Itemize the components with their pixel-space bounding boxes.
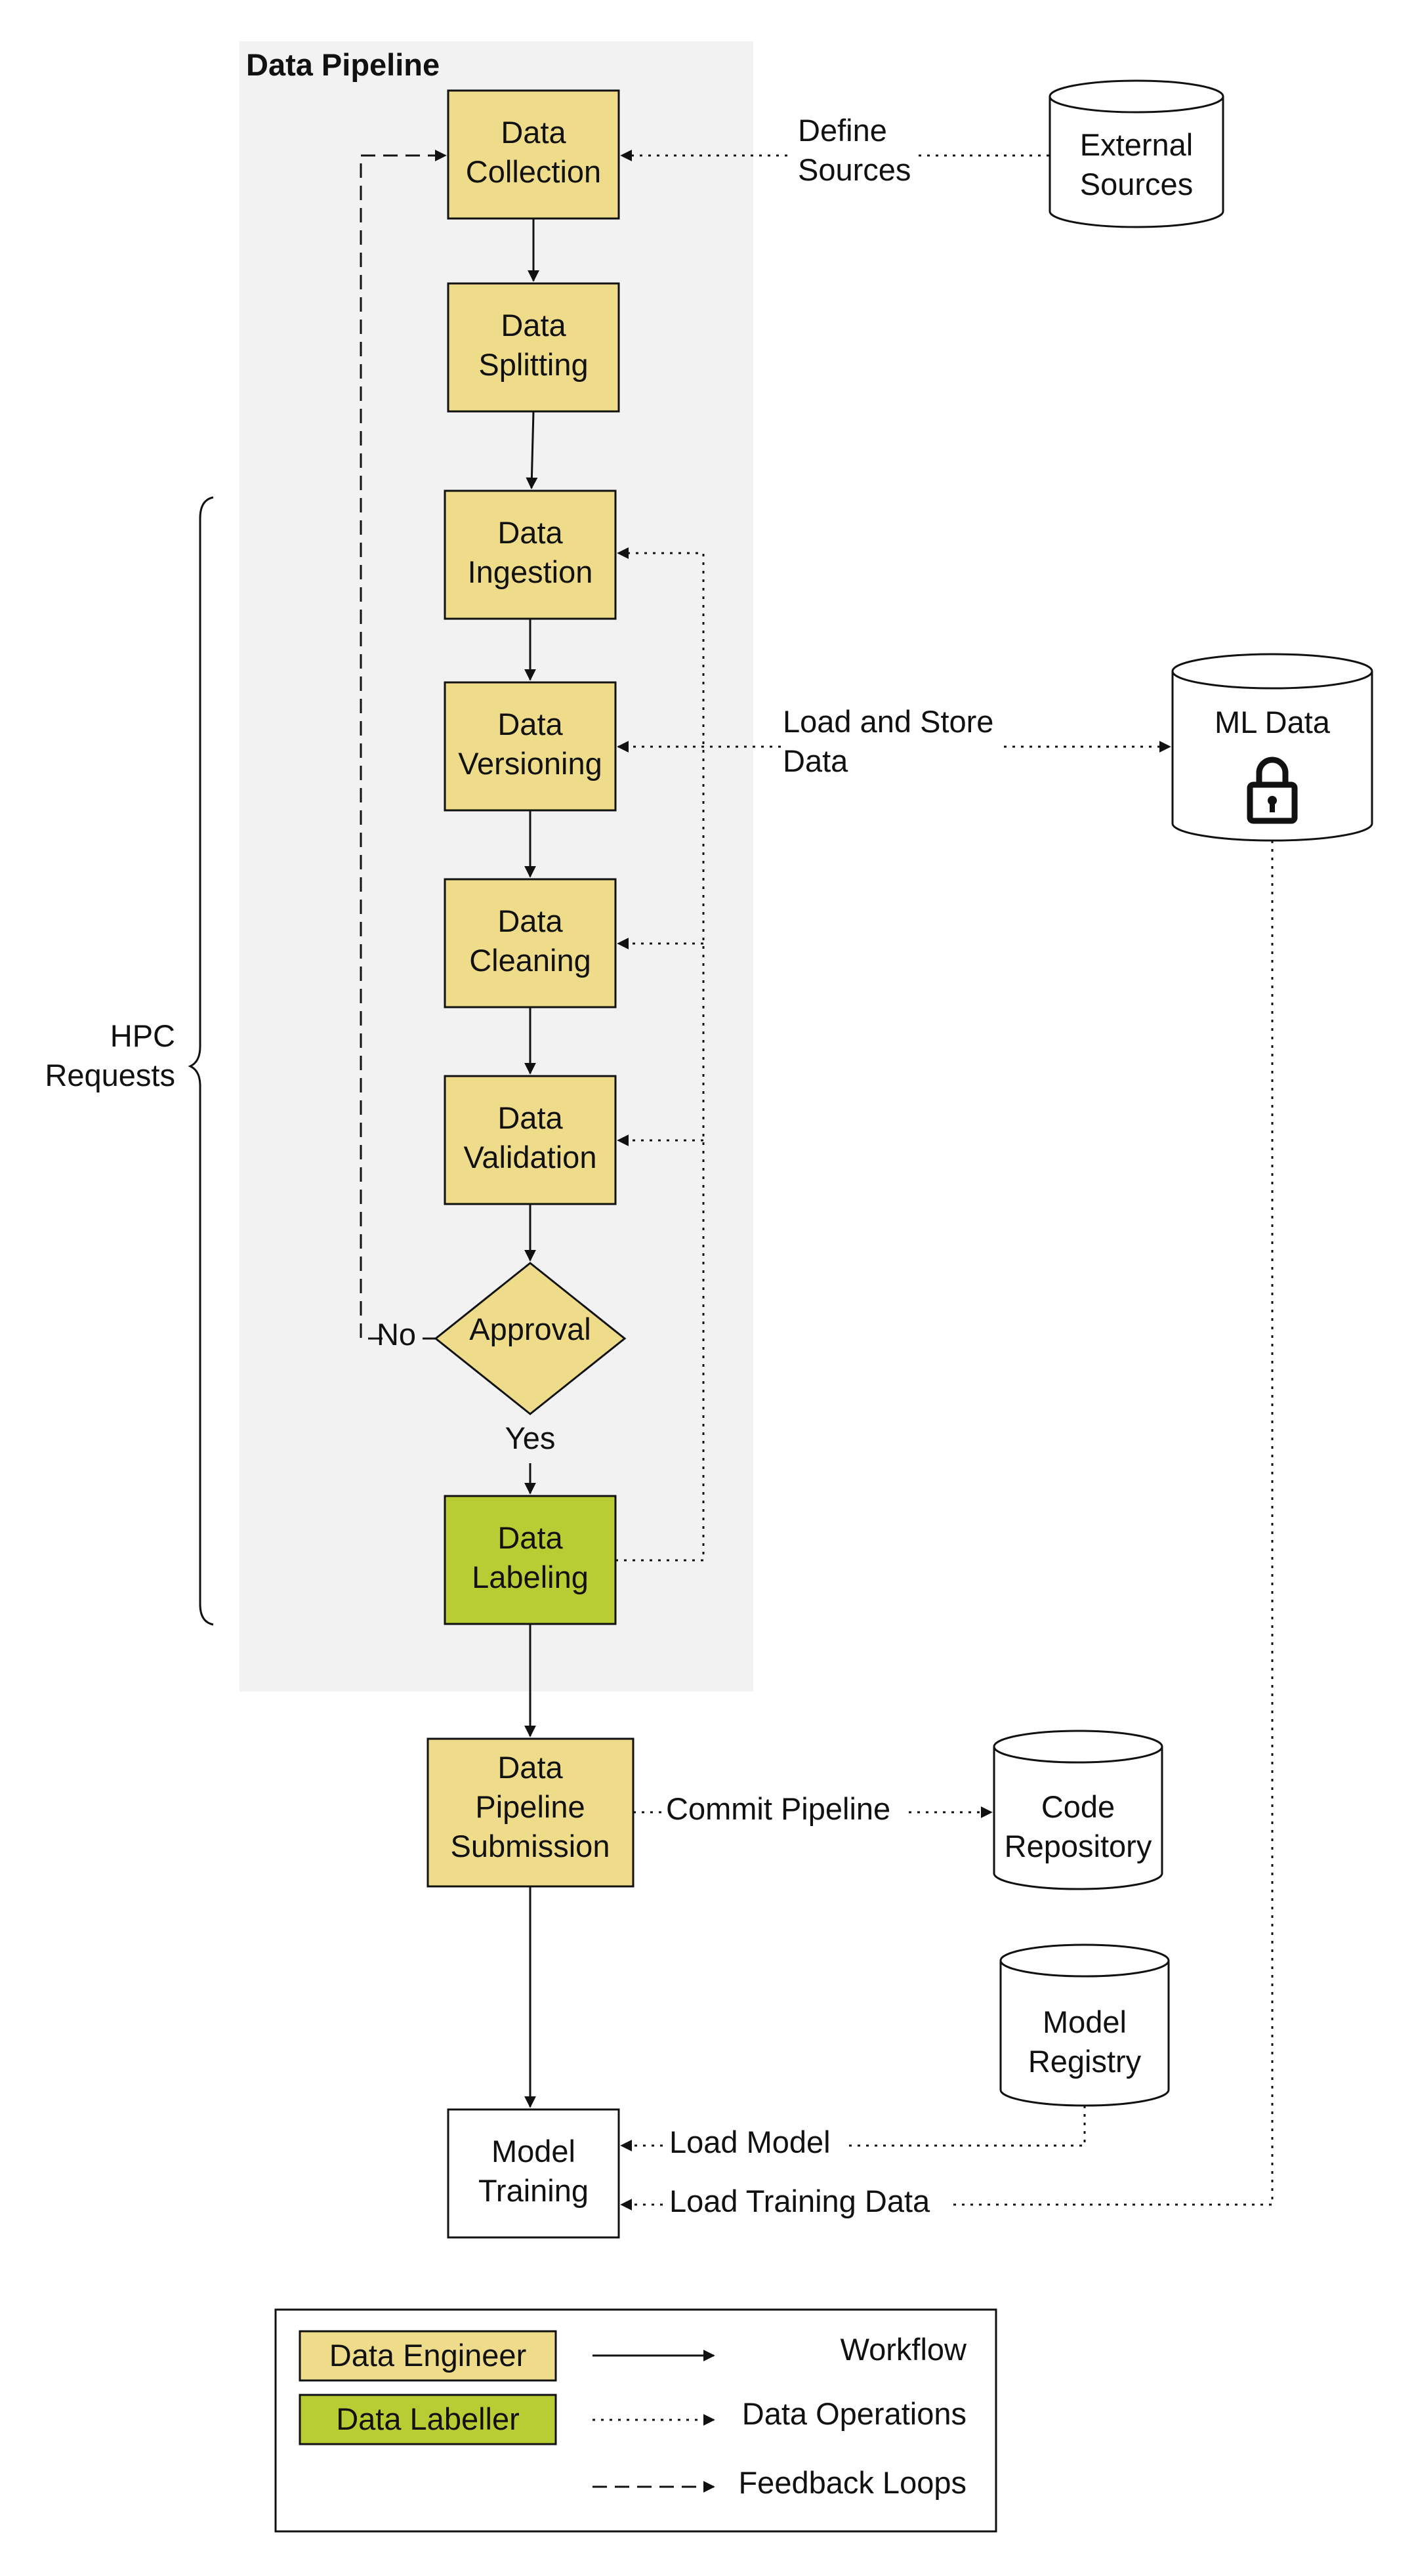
store-label: Code [1041, 1789, 1115, 1824]
step-label: Versioning [458, 746, 602, 781]
load-training-data-label: Load Training Data [669, 2184, 930, 2218]
step-label: Ingestion [468, 554, 593, 589]
step-label: Data [497, 1100, 563, 1135]
step-label: Data [501, 308, 566, 343]
step-data-pipeline-submission: Data Pipeline Submission [426, 1737, 634, 1888]
store-label: Model [1043, 2005, 1127, 2039]
step-label: Collection [466, 154, 601, 189]
step-model-training: Model Training [447, 2108, 620, 2239]
step-data-ingestion: Data Ingestion [444, 489, 617, 620]
hpc-label: Requests [45, 1058, 175, 1092]
step-label: Data [497, 1750, 563, 1785]
legend-label: Data Labeller [336, 2401, 520, 2436]
step-data-cleaning: Data Cleaning [444, 878, 617, 1008]
workflow-arrows [524, 218, 539, 2108]
store-model-registry: Model Registry [999, 1943, 1170, 2107]
legend-data-engineer: Data Engineer [299, 2330, 557, 2382]
step-label: Validation [464, 1140, 597, 1174]
yes-label: Yes [505, 1421, 556, 1455]
hpc-label: HPC [110, 1018, 175, 1053]
commit-pipeline-label: Commit Pipeline [666, 1791, 890, 1826]
legend-data-ops-label: Data Operations [742, 2396, 967, 2431]
no-label: No [377, 1317, 416, 1352]
step-label: Submission [451, 1829, 610, 1863]
step-label: Data [501, 115, 566, 150]
step-data-splitting: Data Splitting [447, 282, 620, 413]
define-sources-label: Sources [798, 152, 911, 187]
store-external-sources: External Sources [1049, 79, 1224, 228]
store-code-repository: Code Repository [993, 1730, 1163, 1890]
legend-data-labeller: Data Labeller [299, 2394, 557, 2445]
step-label: Data [497, 904, 563, 938]
pipeline-title: Data Pipeline [246, 47, 440, 82]
store-label: Repository [1005, 1829, 1152, 1863]
lock-icon [1247, 757, 1298, 824]
store-ml-data: ML Data [1171, 653, 1373, 842]
legend-feedback-label: Feedback Loops [738, 2465, 967, 2500]
step-label: Data [497, 515, 563, 550]
step-data-validation: Data Validation [444, 1075, 617, 1205]
step-data-collection: Data Collection [447, 89, 620, 220]
step-label: Pipeline [475, 1789, 585, 1824]
step-label: Splitting [478, 347, 588, 382]
load-store-label: Data [783, 743, 848, 778]
define-sources-label: Define [798, 113, 887, 148]
store-label: Registry [1028, 2044, 1142, 2079]
store-label: Sources [1080, 167, 1193, 201]
feedback-loop-arrow [360, 150, 447, 1340]
step-data-labeling: Data Labeling [444, 1495, 617, 1625]
load-model-label: Load Model [669, 2125, 831, 2159]
data-operation-arrows [615, 150, 1274, 2211]
legend-workflow-label: Workflow [841, 2332, 967, 2367]
step-label: Training [478, 2173, 589, 2208]
store-label: ML Data [1215, 705, 1331, 739]
step-label: Labeling [472, 1560, 589, 1594]
legend: Data Engineer Data Labeller Workflow Dat… [274, 2308, 997, 2533]
step-label: Cleaning [469, 943, 591, 978]
step-label: Model [491, 2134, 575, 2169]
step-label: Data [497, 1520, 563, 1555]
step-data-versioning: Data Versioning [444, 681, 617, 812]
store-label: External [1080, 127, 1193, 162]
decision-approval: Approval [434, 1262, 627, 1415]
legend-label: Data Engineer [329, 2338, 526, 2373]
hpc-brace [188, 496, 214, 1626]
load-store-label: Load and Store [783, 704, 993, 739]
step-label: Data [497, 707, 563, 741]
decision-label: Approval [469, 1312, 591, 1346]
